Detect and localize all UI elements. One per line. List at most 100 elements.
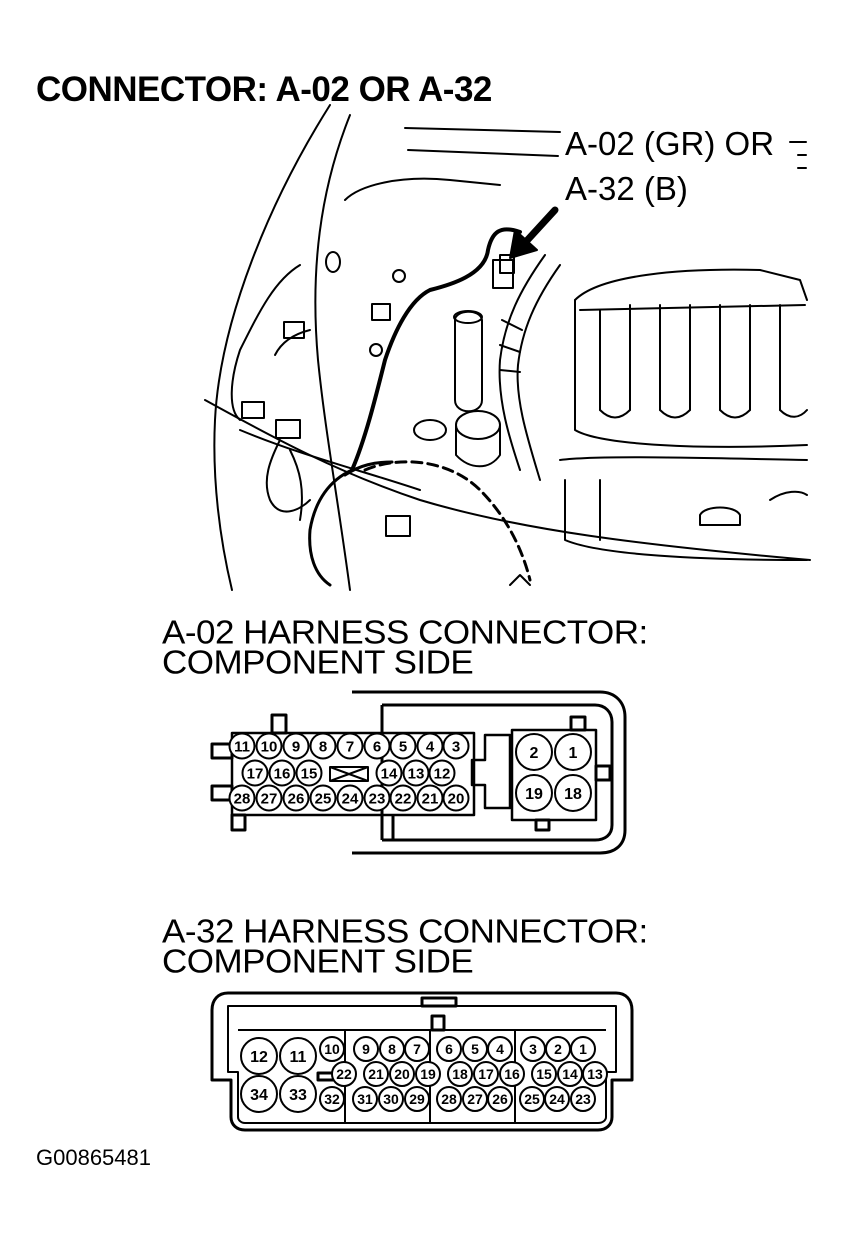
a02-pin: 10 <box>255 732 283 760</box>
pin-label: 4 <box>426 738 435 755</box>
a02-pin: 24 <box>336 784 364 812</box>
pin-label: 27 <box>261 790 278 807</box>
pin-label: 7 <box>346 738 354 755</box>
pin-label: 17 <box>478 1066 494 1082</box>
a32-pin: 27 <box>462 1086 488 1112</box>
pin-label: 22 <box>336 1066 352 1082</box>
pin-label: 5 <box>471 1041 479 1057</box>
a32-pin: 16 <box>499 1061 525 1087</box>
pin-label: 33 <box>289 1087 307 1104</box>
pin-label: 26 <box>288 790 305 807</box>
a32-pin: 4 <box>487 1036 513 1062</box>
pin-label: 24 <box>549 1091 565 1107</box>
pin-label: 19 <box>420 1066 436 1082</box>
pin-label: 21 <box>422 790 439 807</box>
pin-label: 4 <box>496 1041 504 1057</box>
pin-label: 3 <box>529 1041 537 1057</box>
a02-pin: 3 <box>442 732 470 760</box>
a32-large-pin: 11 <box>279 1037 317 1075</box>
callout-connector-label-line2: A-32 (B) <box>565 170 688 207</box>
a02-pin: 15 <box>295 759 323 787</box>
pin-label: 2 <box>554 1041 562 1057</box>
a32-pin: 19 <box>415 1061 441 1087</box>
pin-label: 13 <box>587 1066 603 1082</box>
a02-pin: 20 <box>442 784 470 812</box>
a02-pin: 14 <box>375 759 403 787</box>
a32-pin: 23 <box>570 1086 596 1112</box>
pin-label: 18 <box>452 1066 468 1082</box>
a02-pin: 7 <box>336 732 364 760</box>
a02-pin: 11 <box>228 732 256 760</box>
pin-label: 6 <box>445 1041 453 1057</box>
pin-label: 16 <box>274 765 291 782</box>
a02-large-pin: 1 <box>554 733 592 771</box>
a02-pin: 17 <box>241 759 269 787</box>
a32-pin: 3 <box>520 1036 546 1062</box>
a02-large-pin: 19 <box>515 774 553 812</box>
pin-label: 12 <box>434 765 451 782</box>
a32-pin: 20 <box>389 1061 415 1087</box>
pin-label: 14 <box>562 1066 578 1082</box>
pin-label: 2 <box>530 745 539 762</box>
pin-label: 13 <box>408 765 425 782</box>
a02-pin: 27 <box>255 784 283 812</box>
pin-label: 23 <box>575 1091 591 1107</box>
page-title: CONNECTOR: A-02 OR A-32 <box>36 70 492 109</box>
pin-label: 3 <box>452 738 460 755</box>
a32-large-pin: 33 <box>279 1075 317 1113</box>
pin-label: 24 <box>342 790 359 807</box>
pin-label: 6 <box>373 738 381 755</box>
pin-label: 11 <box>290 1049 307 1066</box>
a02-pin: 16 <box>268 759 296 787</box>
a32-pin: 5 <box>462 1036 488 1062</box>
a32-pin: 14 <box>557 1061 583 1087</box>
pin-label: 16 <box>504 1066 520 1082</box>
a02-pin: 26 <box>282 784 310 812</box>
a32-pin: 29 <box>404 1086 430 1112</box>
a32-pin: 15 <box>531 1061 557 1087</box>
a32-heading-line1: A-32 HARNESS CONNECTOR: <box>162 913 648 951</box>
pin-label: 12 <box>250 1049 268 1066</box>
a02-large-pin: 18 <box>554 774 592 812</box>
a32-pin: 24 <box>544 1086 570 1112</box>
a02-large-pin: 2 <box>515 733 553 771</box>
a32-pin: 18 <box>447 1061 473 1087</box>
a02-pin: 22 <box>389 784 417 812</box>
pin-label: 30 <box>383 1091 399 1107</box>
a02-pin: 9 <box>282 732 310 760</box>
a32-pin: 2 <box>545 1036 571 1062</box>
pin-label: 18 <box>564 786 582 803</box>
pin-label: 28 <box>234 790 251 807</box>
pin-label: 19 <box>525 786 543 803</box>
a02-pin: 8 <box>309 732 337 760</box>
pin-label: 31 <box>357 1091 373 1107</box>
pin-label: 14 <box>381 765 398 782</box>
pin-label: 25 <box>315 790 332 807</box>
a02-pin: 21 <box>416 784 444 812</box>
pin-label: 9 <box>362 1041 370 1057</box>
a02-heading-line2: COMPONENT SIDE <box>162 644 474 682</box>
pin-label: 17 <box>247 765 264 782</box>
a32-pin: 1 <box>570 1036 596 1062</box>
a32-pin: 21 <box>363 1061 389 1087</box>
a02-pin: 5 <box>389 732 417 760</box>
pin-label: 7 <box>413 1041 421 1057</box>
pin-label: 26 <box>492 1091 508 1107</box>
a32-pin: 13 <box>582 1061 608 1087</box>
a32-pin: 26 <box>487 1086 513 1112</box>
a02-pin: 25 <box>309 784 337 812</box>
pin-label: 11 <box>234 738 250 755</box>
pin-label: 20 <box>394 1066 410 1082</box>
a32-pin: 22 <box>331 1061 357 1087</box>
a02-heading-line1: A-02 HARNESS CONNECTOR: <box>162 614 648 652</box>
pin-label: 34 <box>250 1087 268 1104</box>
pin-label: 9 <box>292 738 300 755</box>
pin-label: 20 <box>448 790 465 807</box>
pin-label: 5 <box>399 738 407 755</box>
a02-pin: 12 <box>428 759 456 787</box>
a32-pin: 31 <box>352 1086 378 1112</box>
pin-label: 25 <box>524 1091 540 1107</box>
